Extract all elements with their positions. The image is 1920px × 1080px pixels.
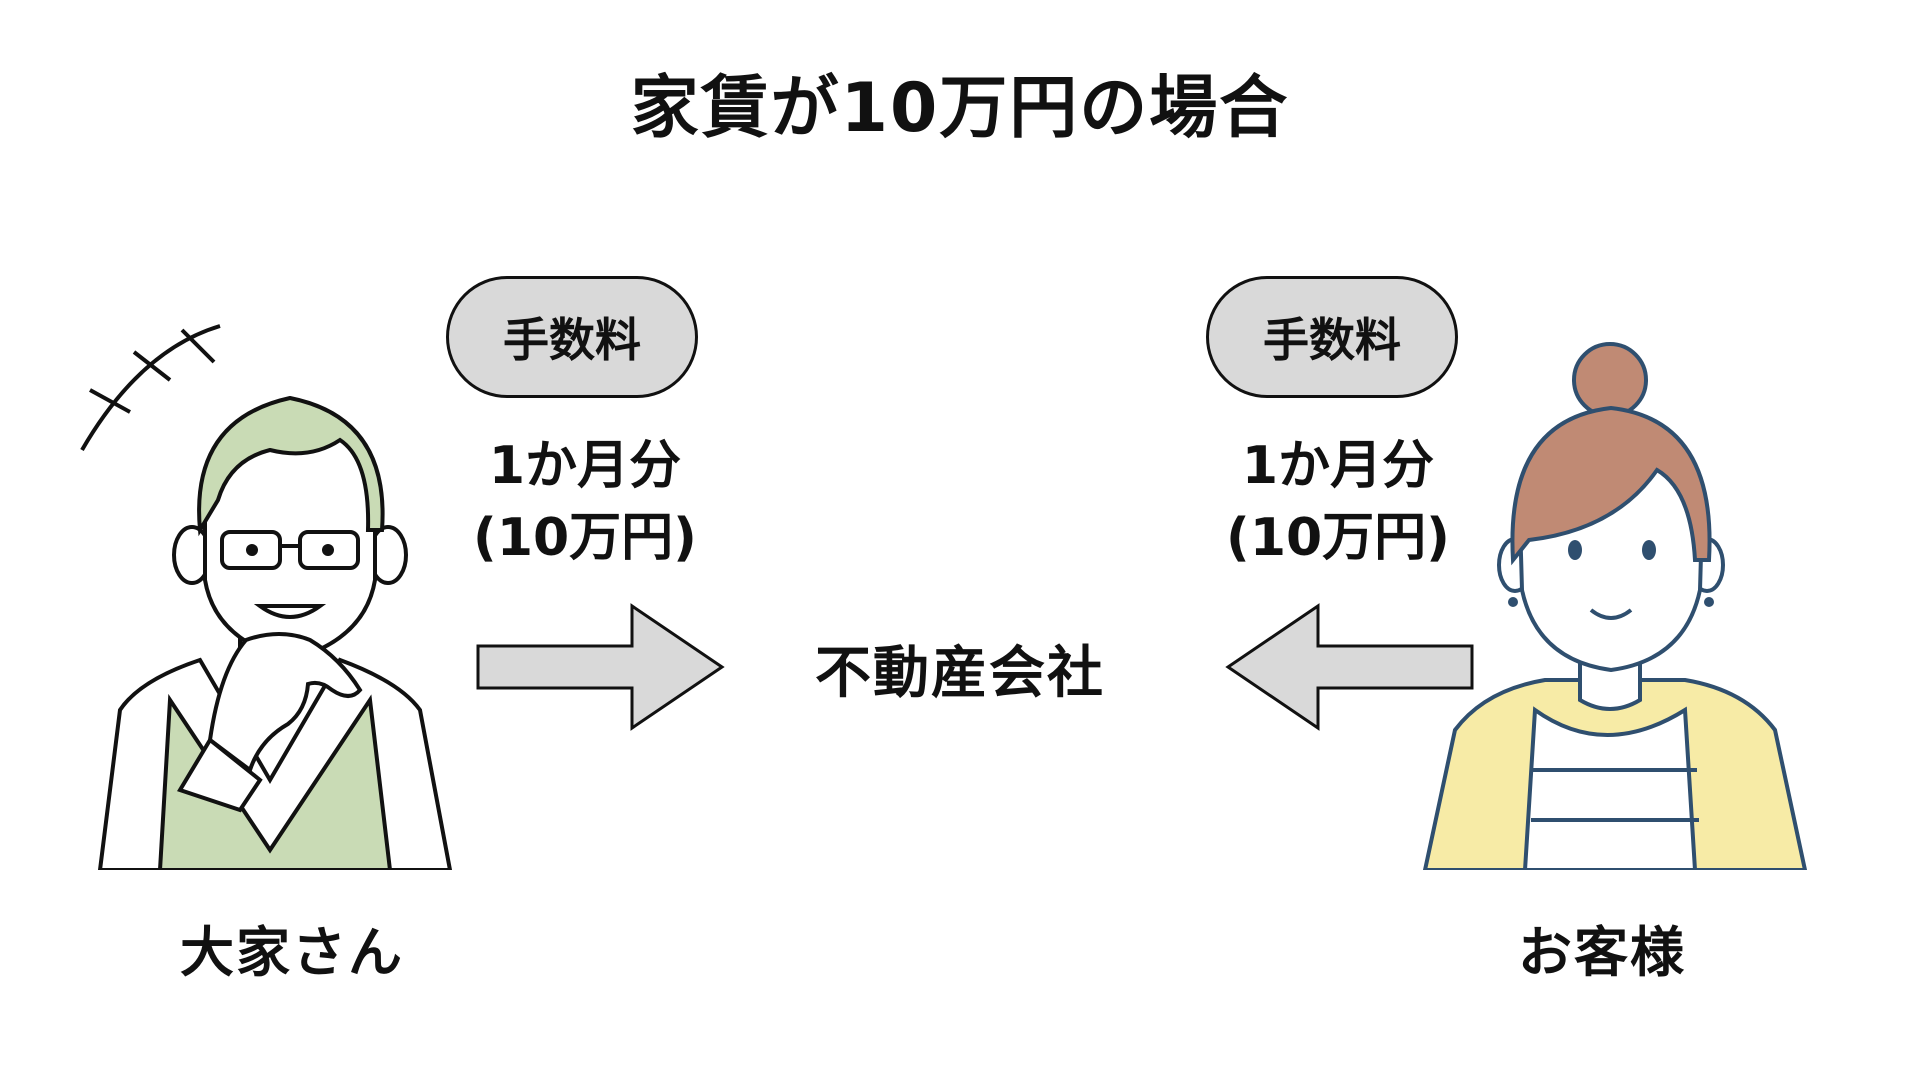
arrow-right-icon [476,603,725,731]
customer-amount-line1: 1か月分 [1241,436,1435,496]
landlord-fee-badge: 手数料 [446,276,698,398]
arrow-left-icon [1225,603,1474,731]
landlord-label: 大家さん [180,921,404,984]
landlord-amount-line1: 1か月分 [488,436,682,496]
customer-fee-badge: 手数料 [1206,276,1458,398]
landlord-fee-label: 手数料 [503,313,641,367]
landlord-illustration [80,324,453,870]
customer-fee-label: 手数料 [1263,313,1401,367]
landlord-amount-line2: (10万円) [473,508,697,568]
customer-fee-amount: 1か月分 (10万円) [1178,430,1498,574]
customer-label: お客様 [1518,921,1686,984]
landlord-fee-amount: 1か月分 (10万円) [425,430,745,574]
customer-amount-line2: (10万円) [1226,508,1450,568]
real-estate-company-label: 不動産会社 [815,641,1105,706]
diagram-title: 家賃が10万円の場合 [630,69,1290,148]
customer-illustration [1422,342,1808,870]
